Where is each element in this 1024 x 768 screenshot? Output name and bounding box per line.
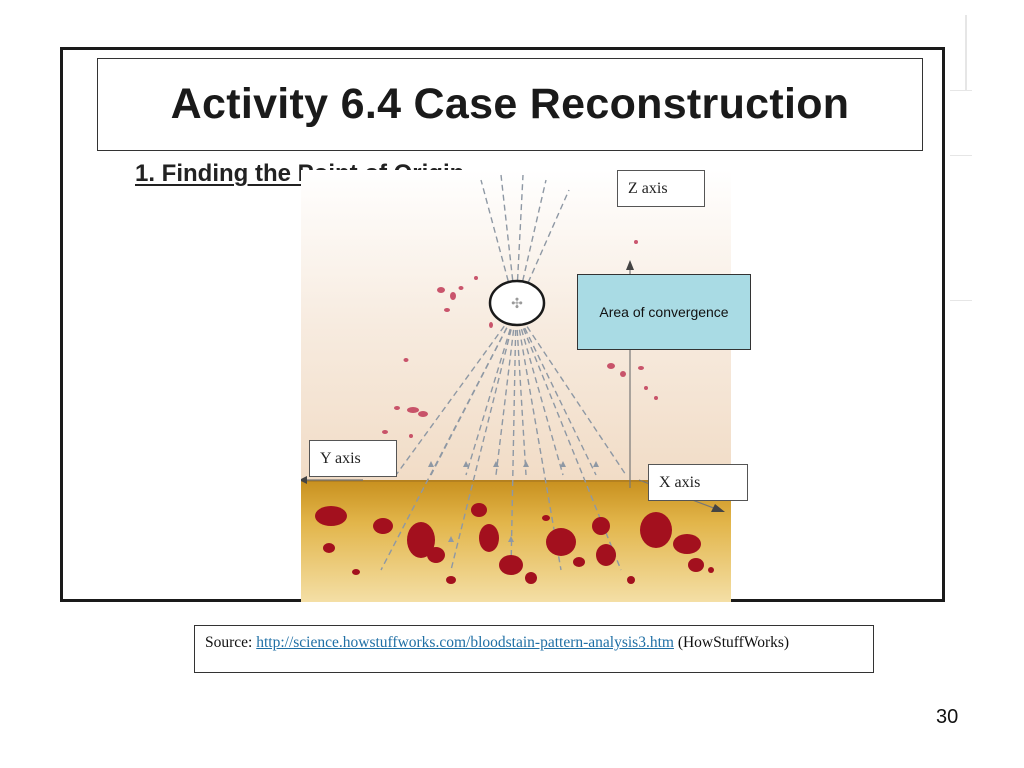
convergence-marker: ✣ [488, 279, 546, 327]
source-citation: Source: http://science.howstuffworks.com… [194, 625, 874, 673]
y-axis [301, 476, 363, 484]
title-box: Activity 6.4 Case Reconstruction [97, 58, 923, 151]
x-axis-label: X axis [648, 464, 748, 501]
svg-text:✣: ✣ [511, 296, 523, 312]
wall-spatter [382, 240, 658, 438]
trajectory-arrowheads [428, 461, 599, 542]
y-axis-label: Y axis [309, 440, 397, 477]
page-number: 30 [936, 706, 959, 728]
slide-title: Activity 6.4 Case Reconstruction [170, 80, 850, 128]
area-of-convergence-callout: Area of convergence [577, 274, 751, 350]
source-link[interactable]: http://science.howstuffworks.com/bloodst… [256, 634, 674, 651]
floor-bloodstains [315, 503, 714, 584]
z-axis-label: Z axis [617, 170, 705, 207]
source-prefix: Source: [205, 634, 257, 651]
slide-frame: Activity 6.4 Case Reconstruction 1. Find… [60, 47, 945, 602]
bloodstain-convergence-diagram: ✣ [301, 170, 731, 602]
source-suffix: (HowStuffWorks) [673, 634, 790, 651]
